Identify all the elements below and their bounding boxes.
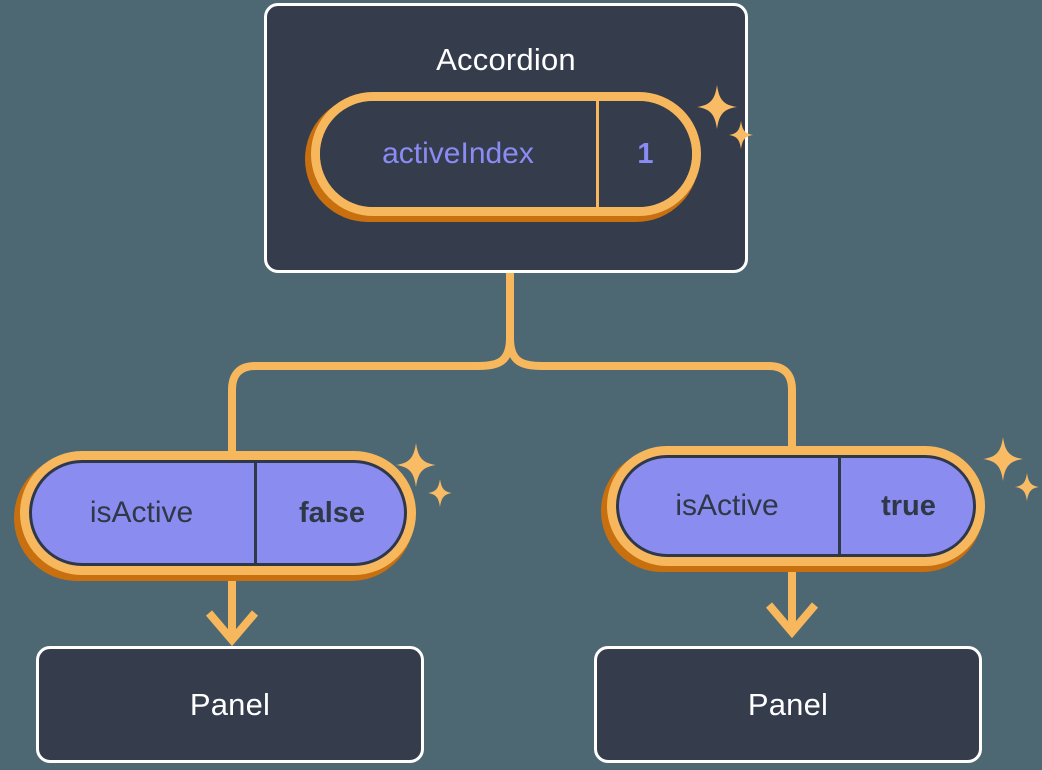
left-branch-state-value: false xyxy=(298,496,366,529)
wire-right-arrowhead xyxy=(765,602,819,639)
panel-node-left[interactable]: Panel xyxy=(36,646,424,763)
right-branch-state-value-cell: true xyxy=(838,455,976,557)
wire-split-right xyxy=(506,337,796,450)
left-branch-state-value-cell: false xyxy=(254,460,407,566)
wire-split-left xyxy=(228,337,514,455)
right-branch-state-key-cell: isActive xyxy=(616,455,838,557)
accordion-state-value-cell: 1 xyxy=(596,101,692,207)
left-branch-state-pill[interactable]: isActive false xyxy=(20,451,416,575)
accordion-state-key-cell: activeIndex xyxy=(320,101,596,207)
accordion-state-key: activeIndex xyxy=(382,137,534,170)
left-branch-state-key-cell: isActive xyxy=(29,460,254,566)
accordion-state-pill[interactable]: activeIndex 1 xyxy=(311,92,701,216)
panel-left-title: Panel xyxy=(189,686,271,722)
accordion-title: Accordion xyxy=(436,42,576,77)
left-branch-state-key: isActive xyxy=(89,496,194,529)
right-branch-state-key: isActive xyxy=(675,489,779,522)
right-branch-state-value: true xyxy=(881,489,936,522)
wire-left-arrowhead xyxy=(205,610,259,647)
panel-node-right[interactable]: Panel xyxy=(594,646,982,763)
accordion-state-value: 1 xyxy=(637,137,654,170)
panel-right-title: Panel xyxy=(747,686,829,722)
right-branch-state-pill[interactable]: isActive true xyxy=(607,446,985,566)
